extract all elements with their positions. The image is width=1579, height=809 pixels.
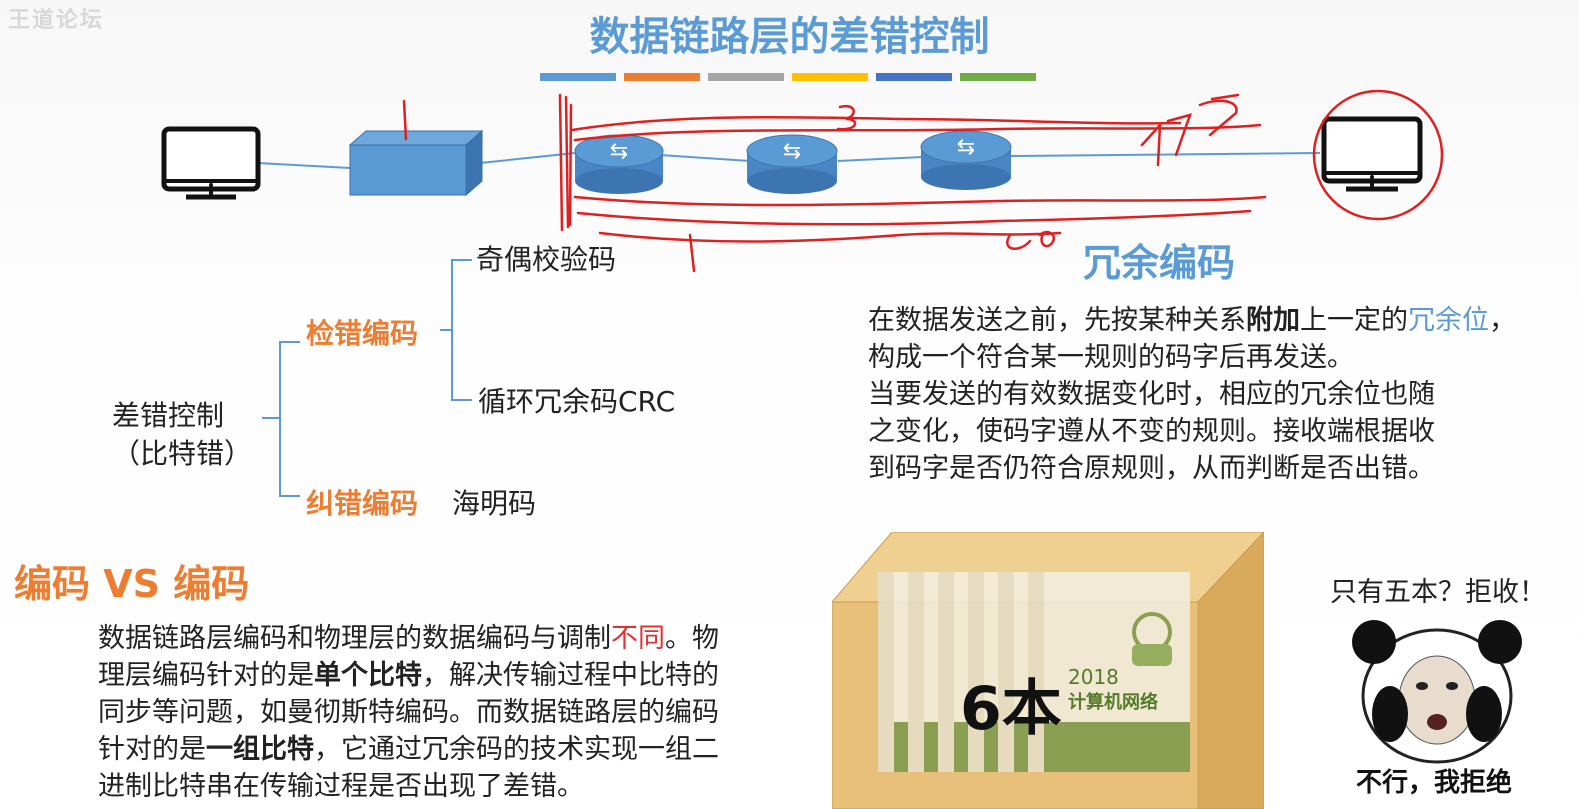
text-span: ，构成一个符合某一规则的码字后再发送。 [868, 305, 1516, 373]
redundant-line-5: 到码字是否仍符合原规则，从而判断是否出错。 [868, 453, 1435, 484]
stripe-2 [624, 73, 700, 81]
crc-code-label: 循环冗余码CRC [478, 385, 676, 418]
panda-meme-face-icon [1352, 620, 1522, 764]
stripe-6 [960, 73, 1036, 81]
redundant-paragraph: 在数据发送之前，先按某种关系附加上一定的冗余位，构成一个符合某一规则的码字后再发… [868, 302, 1528, 487]
correct-code-label: 纠错编码 [306, 487, 419, 520]
redundant-line-4: 之变化，使码字遵从不变的规则。接收端根据收 [868, 416, 1435, 447]
vs-line-1: 数据链路层编码和物理层的数据编码与调制不同。物 [98, 620, 818, 657]
link-line [837, 156, 923, 162]
router-2-icon: ⇆ [746, 134, 838, 194]
tree-root-line1: 差错控制 [112, 399, 225, 432]
network-diagram: ⇆ ⇆ ⇆ [161, 89, 1444, 273]
title-color-stripes [540, 73, 1040, 81]
vs-heading: 编码 VS 编码 [14, 562, 250, 606]
redundant-line-1: 在数据发送之前，先按某种关系附加上一定的冗余位，构成一个符合某一规则的码字后再发… [868, 302, 1528, 376]
redundant-line-3: 当要发送的有效数据变化时，相应的冗余位也随 [868, 379, 1435, 410]
text-span: 数据链路层编码和物理层的数据编码与调制 [98, 623, 611, 654]
vs-line-3: 同步等问题，如曼彻斯特编码。而数据链路层的编码 [98, 697, 719, 728]
text-span: 理层编码针对的是 [98, 660, 314, 691]
book-title: 计算机网络 [1068, 691, 1158, 713]
book-year: 2018 [1068, 665, 1119, 689]
text-span: 上一定的 [1300, 305, 1408, 336]
book-box-illustration: 2018 计算机网络 [832, 532, 1264, 809]
tree-root-line2: （比特错） [112, 437, 253, 470]
meme-caption-bottom: 不行，我拒绝 [1356, 768, 1513, 798]
text-span: ，解决传输过程中比特的 [422, 660, 719, 691]
computer-left-icon [161, 126, 261, 200]
vs-line-4: 针对的是一组比特，它通过冗余码的技术实现一组二 [98, 731, 818, 768]
bold-span: 一组比特 [206, 734, 314, 765]
meme-caption-top: 只有五本？拒收！ [1330, 577, 1546, 608]
vs-paragraph: 数据链路层编码和物理层的数据编码与调制不同。物 理层编码针对的是单个比特，解决传… [98, 620, 818, 805]
link-line [479, 152, 576, 164]
router-1-icon: ⇆ [574, 134, 664, 194]
highlight-span: 不同 [611, 623, 665, 654]
svg-text:⇆: ⇆ [783, 139, 801, 164]
text-span: ，它通过冗余码的技术实现一组二 [314, 734, 719, 765]
tree-brackets [262, 259, 472, 497]
svg-text:⇆: ⇆ [610, 139, 628, 164]
computer-right-icon [1321, 116, 1423, 192]
text-span: 。物 [665, 623, 719, 654]
highlight-span: 冗余位 [1408, 305, 1489, 336]
slide-title: 数据链路层的差错控制 [589, 14, 990, 60]
stripe-3 [708, 73, 784, 81]
vs-line-5: 进制比特串在传输过程是否出现了差错。 [98, 771, 584, 802]
stripe-5 [876, 73, 952, 81]
svg-text:⇆: ⇆ [957, 135, 975, 160]
text-span: 在数据发送之前，先按某种关系 [868, 305, 1246, 336]
bold-span: 附加 [1246, 305, 1300, 336]
stripe-4 [792, 73, 868, 81]
text-span: 针对的是 [98, 734, 206, 765]
watermark: 王道论坛 [8, 8, 105, 33]
detect-code-label: 检错编码 [306, 317, 419, 350]
book-count-label: 6本 [960, 674, 1062, 744]
router-3-icon: ⇆ [920, 130, 1012, 190]
hamming-code-label: 海明码 [452, 487, 537, 520]
redundant-heading: 冗余编码 [1083, 241, 1236, 285]
parity-code-label: 奇偶校验码 [476, 243, 617, 276]
red-annotation-strokes [402, 89, 1444, 273]
vs-line-2: 理层编码针对的是单个比特，解决传输过程中比特的 [98, 657, 818, 694]
bold-span: 单个比特 [314, 660, 422, 691]
switch-block-icon [348, 129, 484, 197]
link-line [1009, 152, 1321, 157]
stripe-1 [540, 73, 616, 81]
link-line [659, 154, 751, 162]
link-line [257, 162, 351, 169]
